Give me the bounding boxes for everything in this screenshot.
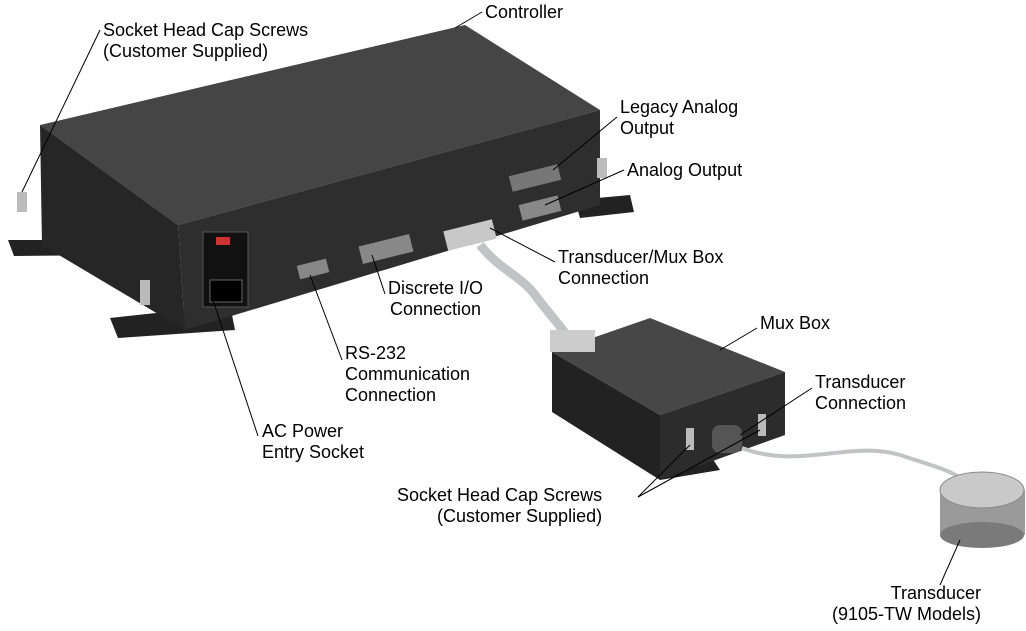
label-screws-top: Socket Head Cap Screws(Customer Supplied… bbox=[103, 20, 309, 61]
screw-right bbox=[597, 158, 607, 178]
legacy-analog-port bbox=[508, 164, 562, 192]
transducer-connector bbox=[712, 425, 742, 453]
cable-to-transducer bbox=[741, 446, 962, 480]
screw-front bbox=[140, 280, 150, 305]
transducer-port bbox=[443, 219, 497, 251]
mux-connector bbox=[550, 330, 595, 352]
controller-front bbox=[178, 110, 600, 330]
mux-screw-right bbox=[758, 414, 766, 436]
controller-top bbox=[40, 25, 600, 225]
label-screws-bottom: Socket Head Cap Screws(Customer Supplied… bbox=[397, 485, 603, 526]
analog-output-port bbox=[518, 195, 562, 221]
screw-left bbox=[17, 192, 27, 212]
label-mux-box: Mux Box bbox=[760, 313, 831, 333]
mux-screw-left bbox=[686, 428, 694, 450]
label-transducer: Transducer(9105-TW Models) bbox=[832, 583, 982, 624]
label-analog-output: Analog Output bbox=[627, 160, 743, 180]
controller-side bbox=[40, 125, 185, 330]
mux-side bbox=[552, 352, 660, 480]
rs232-port bbox=[296, 258, 330, 280]
mux-top bbox=[552, 318, 785, 415]
transducer-top bbox=[939, 471, 1025, 509]
label-controller: Controller bbox=[485, 2, 564, 22]
leader-lines bbox=[21, 11, 961, 586]
cable-to-mux bbox=[476, 242, 574, 343]
